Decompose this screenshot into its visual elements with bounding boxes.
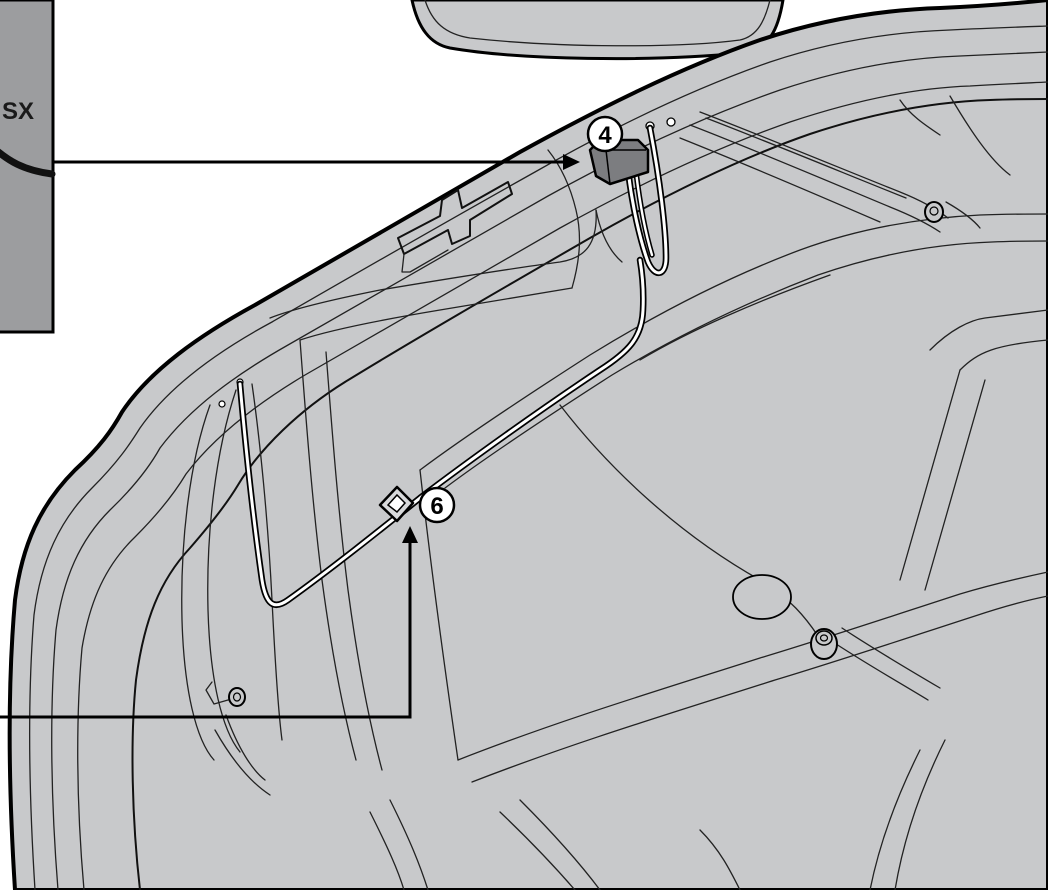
screw-boss-top: [924, 201, 944, 223]
left-wall-b: [207, 389, 241, 753]
rim-line-3: [77, 81, 1048, 890]
cable-clip: [378, 485, 415, 523]
leader-arrow-6: [0, 526, 418, 719]
wiring-cable: [236, 124, 670, 608]
rim-line-2: [51, 51, 1048, 890]
side-panel-label: SX: [2, 98, 34, 125]
screw-boss-left: [228, 687, 246, 707]
callout-6: 6: [418, 486, 456, 524]
rim-line-1: [28, 25, 1048, 890]
screw-boss-right: [810, 628, 838, 660]
callout-6-number: 6: [430, 493, 443, 520]
lid-piece: [410, 0, 785, 61]
left-wall-a: [181, 404, 215, 761]
inner-rim: [131, 98, 1048, 890]
floor-panel: [419, 213, 1048, 471]
side-panel: SX: [0, 0, 56, 334]
leader-arrow-4: [53, 154, 580, 170]
handle-bracket: [397, 181, 513, 255]
callout-4: 4: [586, 115, 624, 153]
case-shell-outer: [7, 0, 1048, 890]
floor-drain: [732, 574, 792, 620]
callout-4-number: 4: [598, 122, 612, 149]
